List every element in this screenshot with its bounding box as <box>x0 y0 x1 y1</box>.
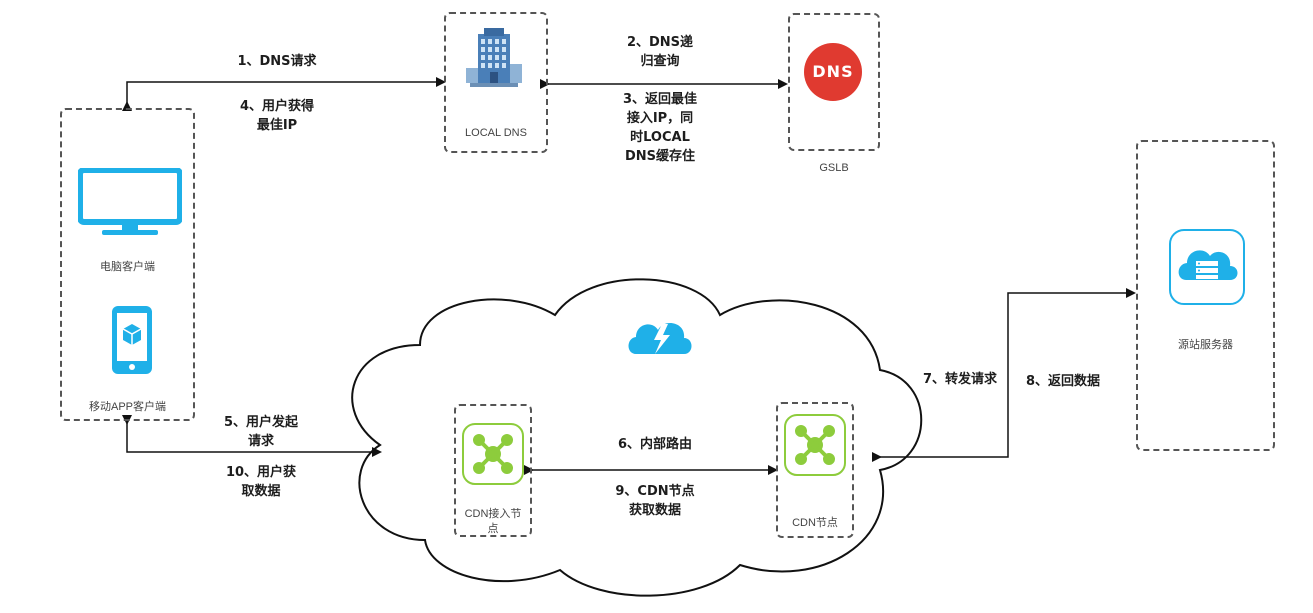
cloud-lightning-icon <box>628 323 692 354</box>
origin-server-box[interactable] <box>1136 140 1275 451</box>
cdn-hub-icon <box>462 423 524 485</box>
mobile-phone-icon <box>112 306 152 374</box>
connector-client-cloud <box>122 415 382 457</box>
cdn-node-label: CDN节点 <box>792 517 838 529</box>
step-7-label: 7、转发请求 <box>922 372 998 387</box>
local-dns-label: LOCAL DNS <box>465 127 527 139</box>
step-10-label: 10、用户获 取数据 <box>225 465 297 499</box>
connector-cdn-origin <box>872 288 1136 462</box>
dns-globe-icon <box>804 43 862 101</box>
pc-client-label: 电脑客户端 <box>100 261 155 273</box>
step-6-label: 6、内部路由 <box>617 437 693 452</box>
step-8-label: 8、返回数据 <box>1025 374 1101 389</box>
local-dns-box[interactable] <box>444 12 548 153</box>
cdn-access-node-label: CDN接入节 点 <box>464 508 522 535</box>
cdn-access-node-box[interactable] <box>454 404 532 537</box>
step-4-label: 4、用户获得 最佳IP <box>239 99 315 133</box>
gslb-label: GSLB <box>819 162 849 174</box>
step-2-label: 2、DNS递 归查询 <box>626 35 694 69</box>
step-1-label: 1、DNS请求 <box>237 54 317 69</box>
step-9-label: 9、CDN节点 获取数据 <box>615 484 695 518</box>
mobile-client-label: 移动APP客户端 <box>88 401 166 413</box>
gslb-box[interactable] <box>788 13 880 151</box>
building-icon <box>466 28 522 87</box>
dns-badge-text: DNS <box>812 62 854 81</box>
step-5-label: 5、用户发起 请求 <box>223 415 299 449</box>
cdn-node-box[interactable] <box>776 402 854 538</box>
client-box[interactable] <box>60 108 195 421</box>
cloud-server-icon <box>1169 229 1245 305</box>
connector-client-localdns <box>122 77 446 111</box>
cdn-hub-icon <box>784 414 846 476</box>
monitor-icon <box>78 168 182 235</box>
origin-server-label: 源站服务器 <box>1178 339 1233 351</box>
step-3-label: 3、返回最佳 接入IP，同 时LOCAL DNS缓存住 <box>622 92 698 164</box>
